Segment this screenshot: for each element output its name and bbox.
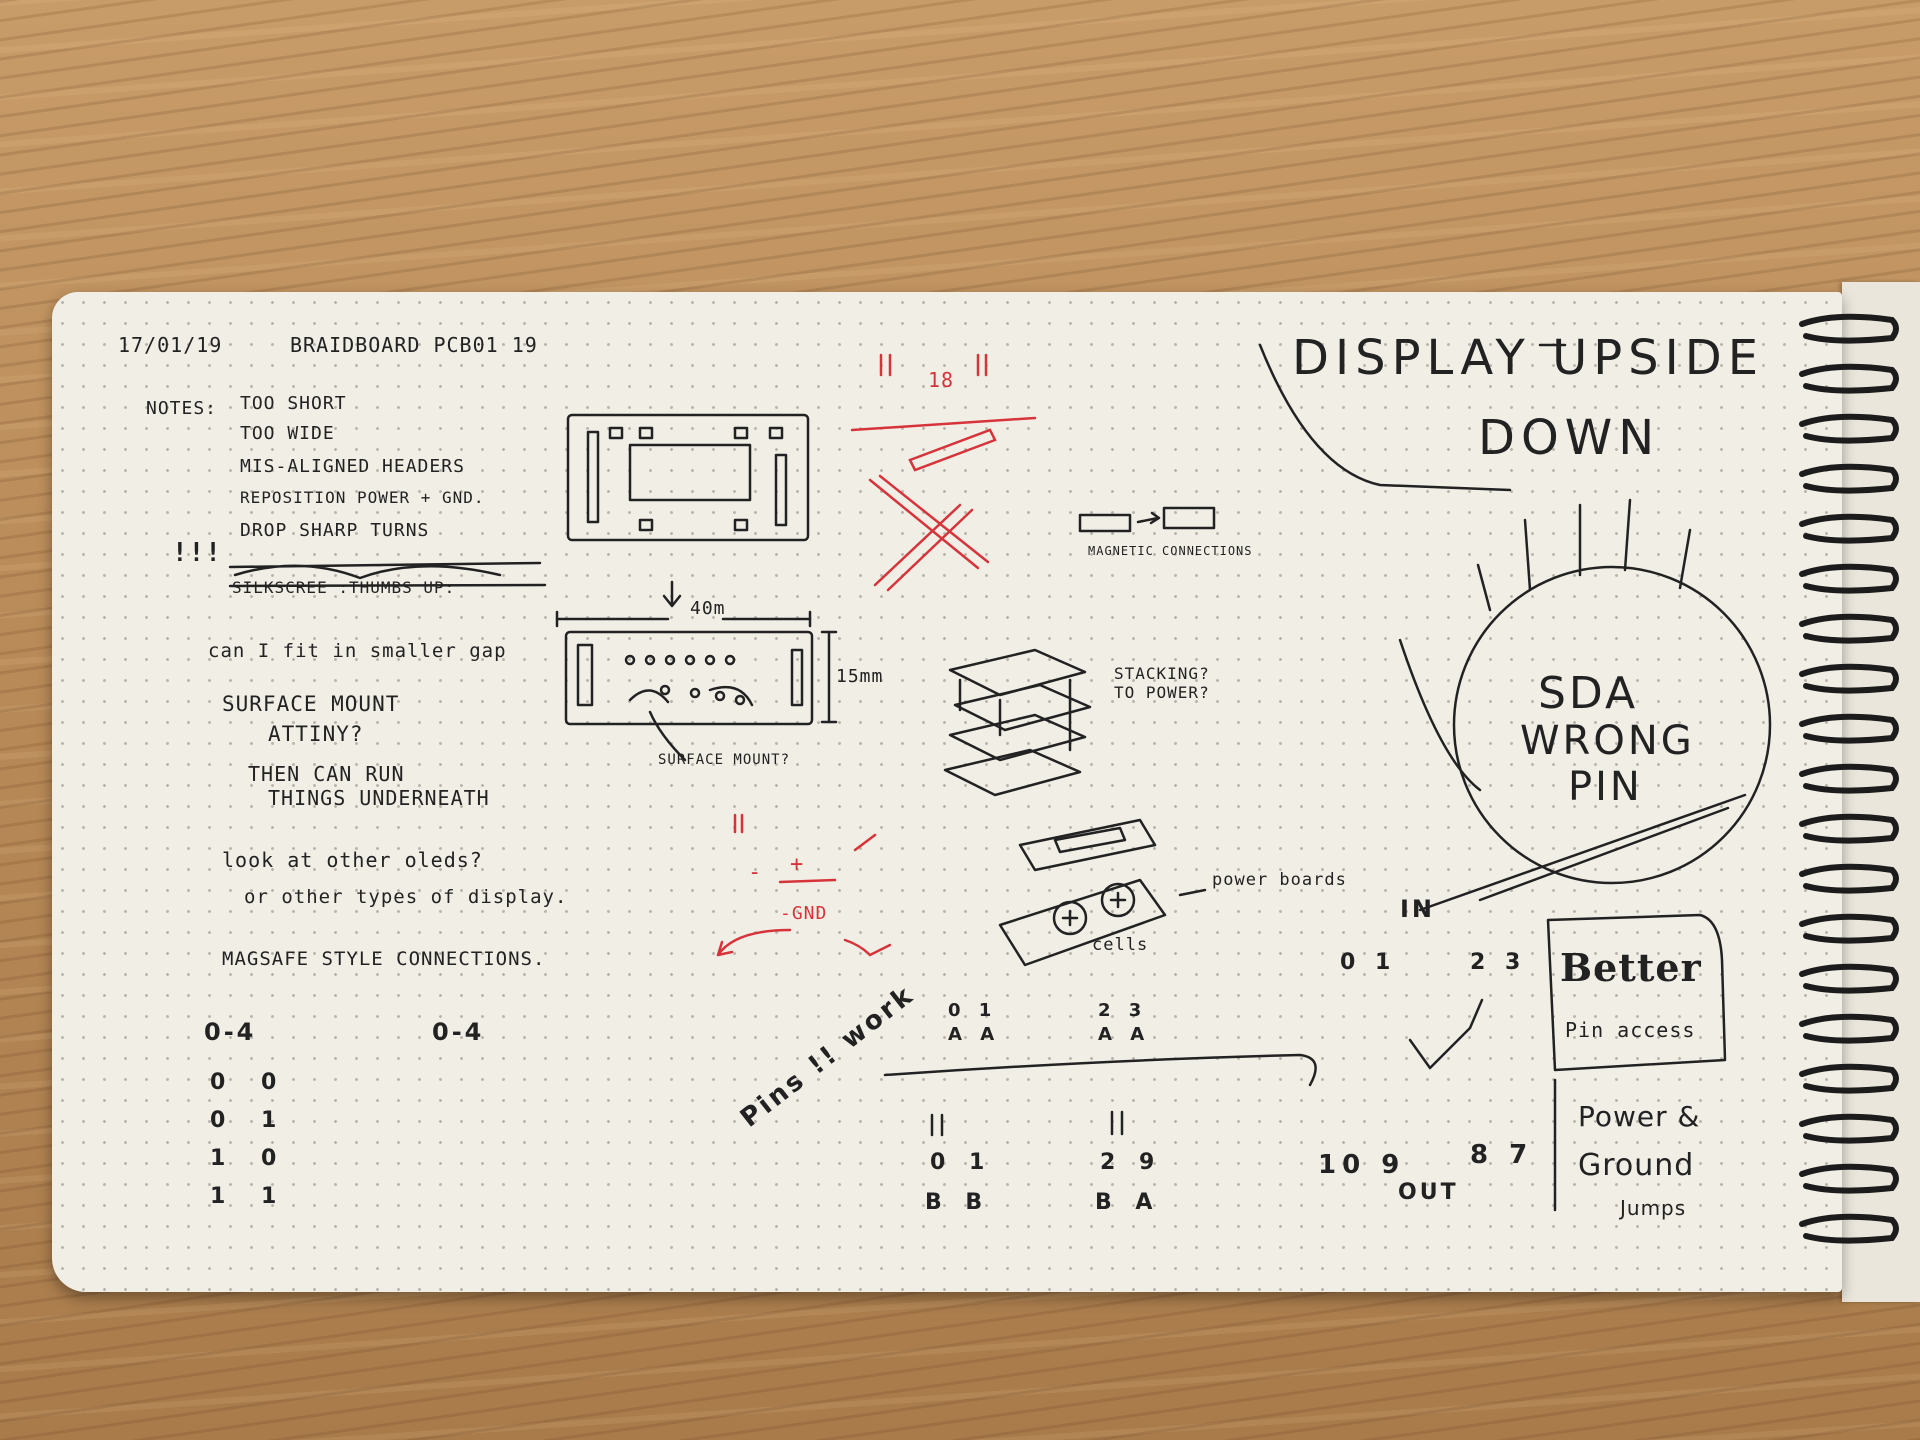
jumps-label: Jumps	[1620, 1196, 1687, 1220]
note-item: TOO WIDE	[240, 423, 335, 444]
todo-item: MAGSAFE STYLE CONNECTIONS.	[222, 948, 546, 970]
pcb-bottom-sketch	[555, 610, 838, 762]
ground-label: Ground	[1578, 1148, 1695, 1183]
binary-header-right: 0-4	[432, 1018, 485, 1046]
cells-label: cells	[1092, 935, 1149, 955]
magnetic-connections-label: MAGNETIC CONNECTIONS	[1088, 544, 1253, 558]
notes-label: NOTES:	[146, 398, 218, 419]
pin-label: A A	[948, 1024, 1001, 1045]
note-item: TOO SHORT	[240, 393, 347, 414]
display-bracket	[1258, 343, 1512, 492]
power-boards-sketch	[998, 818, 1207, 967]
stacking-label: STACKING? TO POWER?	[1114, 664, 1210, 702]
pin-id: 0 1	[948, 1000, 998, 1021]
pcb-height-label: 15mm	[836, 666, 884, 687]
out-label: OUT	[1398, 1180, 1459, 1205]
page-title: BRAIDBOARD PCB01 19	[290, 333, 538, 357]
binary-row: 1 1	[210, 1184, 291, 1209]
red-minus-label: -	[748, 860, 763, 885]
circle-wrong-label: WRONG	[1520, 718, 1695, 764]
pin-access-label: Pin access	[1565, 1018, 1696, 1042]
right-pin-id: 0 1	[1340, 950, 1397, 975]
binary-header-left: 0-4	[204, 1018, 257, 1046]
binary-row: 0 1	[210, 1108, 291, 1133]
pin-id: 2 9	[1100, 1150, 1163, 1175]
circle-pin-label: PIN	[1568, 764, 1643, 810]
todo-item: THINGS UNDERNEATH	[268, 786, 490, 810]
note-item: DROP SHARP TURNS	[240, 520, 430, 541]
pin-id: 0 1	[930, 1150, 993, 1175]
power-label: Power &	[1578, 1100, 1701, 1133]
red-number-label: 18	[928, 368, 955, 392]
display-down-label: DOWN	[1478, 410, 1661, 466]
red-ink-sketches	[716, 353, 1037, 957]
note-item: MIS-ALIGNED HEADERS	[240, 456, 465, 477]
todo-item: can I fit in smaller gap	[208, 640, 507, 662]
right-pin-id: 10 9	[1318, 1150, 1406, 1180]
pin-label: B A	[1095, 1190, 1161, 1215]
sda-circle	[1452, 565, 1772, 885]
arrow-down-sketch	[662, 580, 682, 608]
note-item: REPOSITION POWER + GND.	[240, 488, 485, 507]
pin-arrow-sketch	[883, 1053, 1317, 1087]
in-label: IN	[1400, 895, 1436, 923]
binary-row: 0 0	[210, 1070, 291, 1095]
exclamation-marks: !!!	[172, 538, 222, 568]
binary-row: 1 0	[210, 1146, 291, 1171]
todo-item: SURFACE MOUNT	[222, 692, 400, 716]
better-box	[1546, 913, 1727, 1072]
todo-item: look at other oleds?	[222, 848, 483, 872]
checkmark-sketch	[1408, 998, 1484, 1070]
red-gnd-label: -GND	[780, 903, 828, 924]
magnetic-connector-sketch	[1078, 506, 1216, 533]
display-upside-label: DISPLAY UPSIDE	[1292, 330, 1765, 386]
pin-id: 2 3	[1098, 1000, 1148, 1021]
todo-item: or other types of display.	[244, 886, 568, 908]
spiral-binding	[1799, 313, 1899, 1244]
todo-item: ATTINY?	[268, 722, 364, 746]
note-item: SILKSCREE :THUMBS UP:	[232, 578, 456, 597]
pin-label: A A	[1098, 1024, 1151, 1045]
stacking-sketch	[943, 648, 1092, 797]
todo-item: THEN CAN RUN	[248, 762, 405, 786]
pin-label: B B	[925, 1190, 991, 1215]
circle-sda-label: SDA	[1538, 668, 1639, 719]
surface-mount-label: SURFACE MOUNT?	[658, 752, 791, 768]
pcb-width-label: 40m	[690, 598, 726, 619]
pcb-top-sketch	[566, 413, 810, 542]
right-pin-id: 8 7	[1470, 1140, 1534, 1170]
date-label: 17/01/19	[118, 333, 223, 357]
right-pin-id: 2 3	[1470, 950, 1527, 975]
better-label: Better	[1560, 945, 1702, 990]
red-plus-label: +	[790, 852, 805, 877]
power-boards-label: power boards	[1212, 870, 1347, 890]
